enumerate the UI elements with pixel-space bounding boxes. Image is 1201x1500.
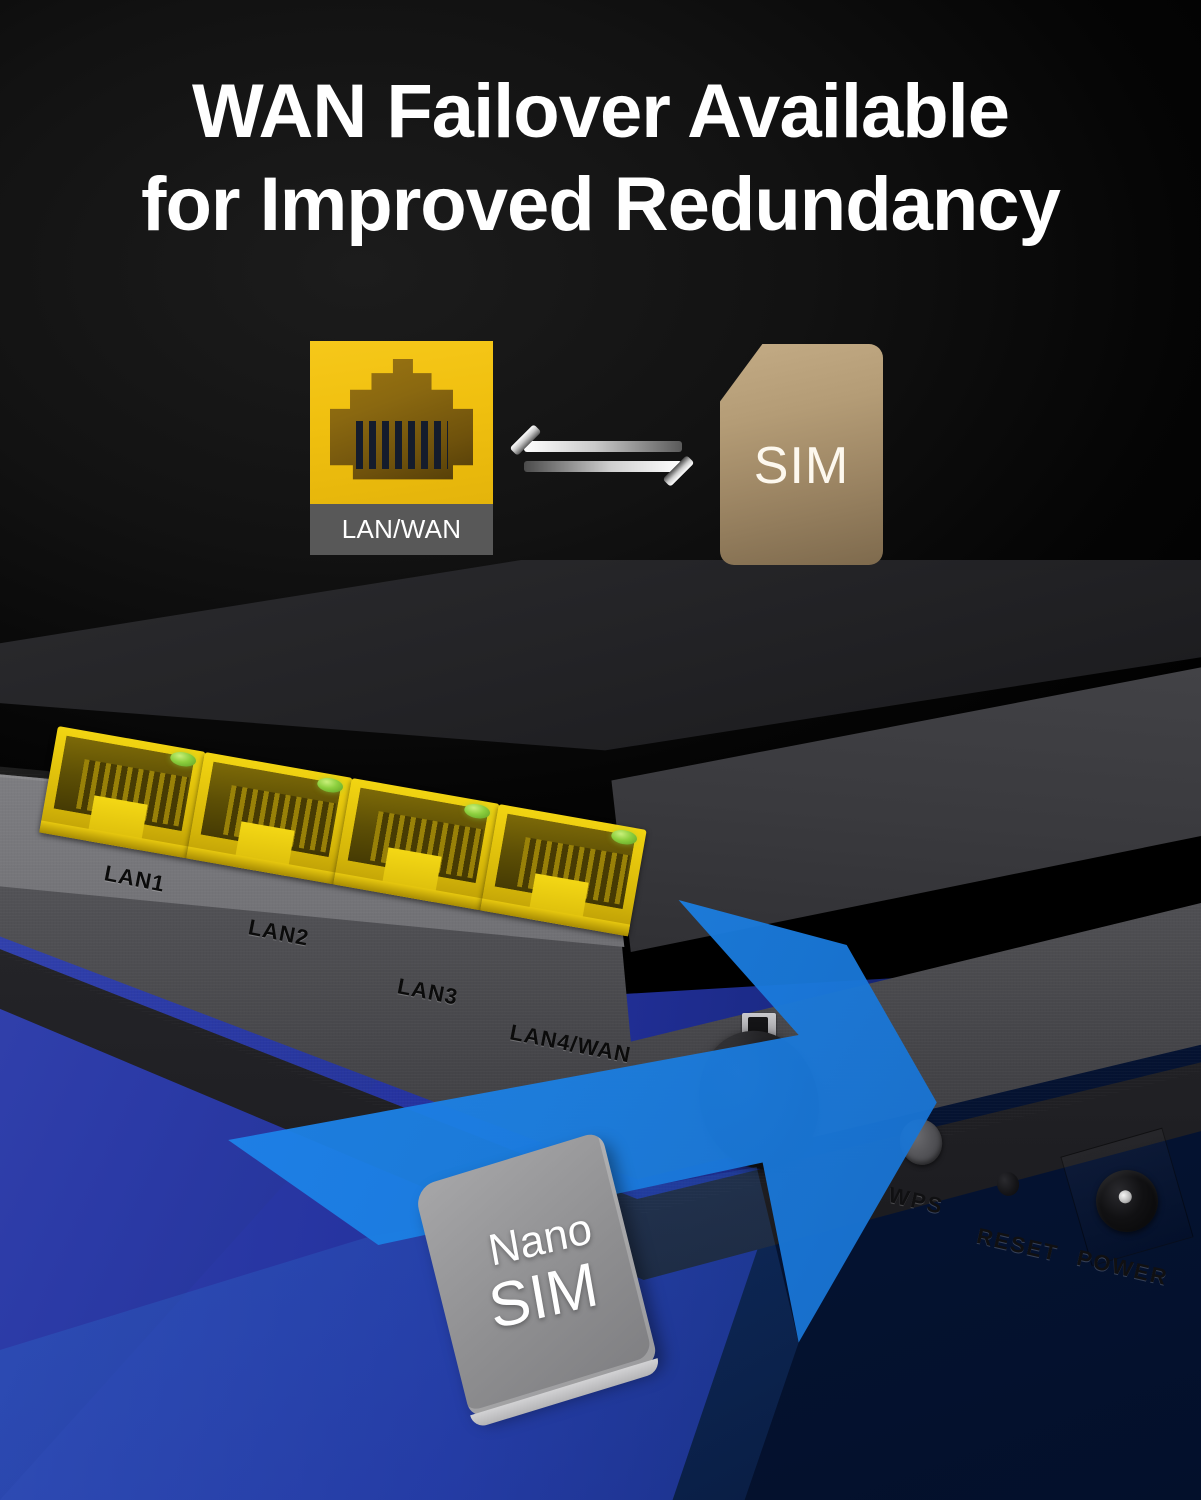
sim-card-label: SIM [753,436,850,495]
lan-port-1[interactable] [39,726,206,859]
failover-diagram: LAN/WAN [310,341,890,566]
lan-port-2[interactable] [186,752,353,885]
lan-wan-label-bar: LAN/WAN [310,504,493,555]
bidirectional-exchange-arrows-icon [510,403,700,509]
rj45-pins [356,421,448,469]
page-title: WAN Failover Available for Improved Redu… [0,66,1201,251]
headline-line-1: WAN Failover Available [191,69,1010,154]
lan-port-4-wan[interactable] [480,804,647,937]
lan-wan-label: LAN/WAN [341,514,462,544]
lan-port-3[interactable] [333,778,500,911]
rj45-ethernet-port-icon [330,359,473,487]
sim-card-icon: SIM [720,344,883,565]
lan-wan-tile-top [310,341,493,504]
headline-line-2: for Improved Redundancy [141,161,1061,247]
lan-wan-tile: LAN/WAN [310,341,493,555]
